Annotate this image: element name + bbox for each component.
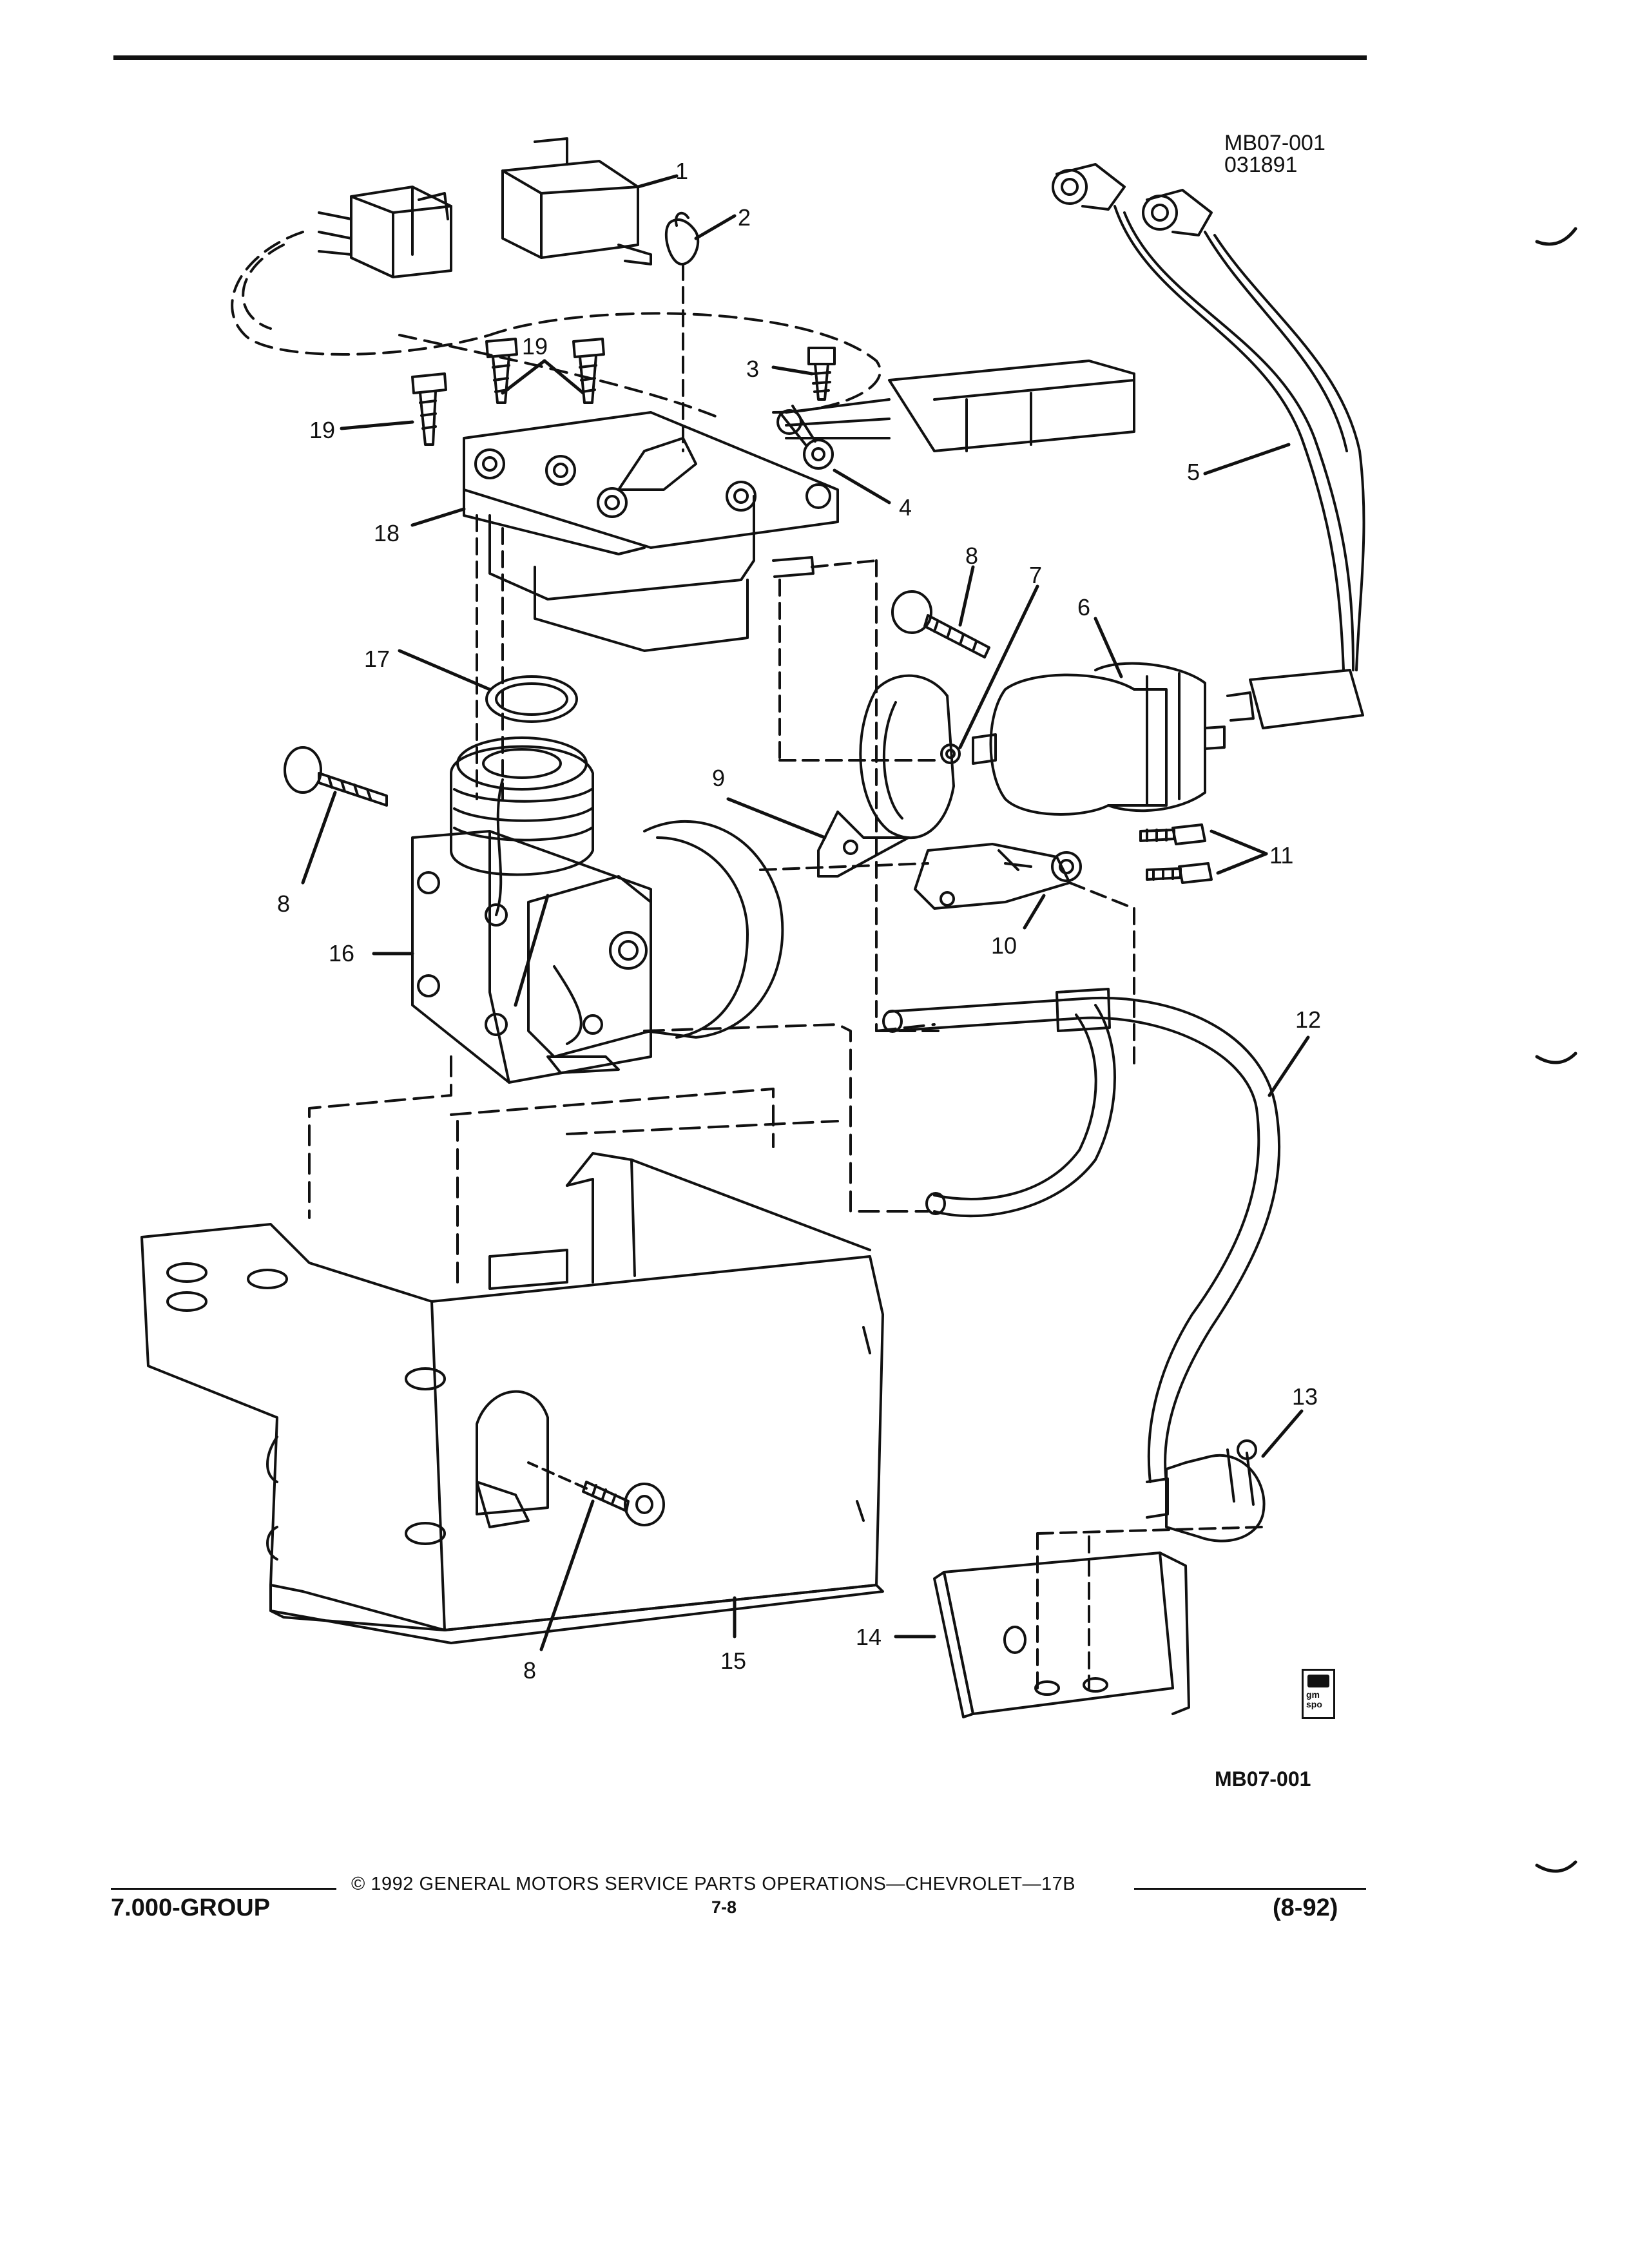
callout-12: 12 xyxy=(1295,1006,1321,1033)
logo-text: gm spo xyxy=(1306,1690,1322,1709)
callout-6: 6 xyxy=(1077,594,1090,620)
part-8-bolt-lower xyxy=(582,1481,665,1526)
part-12-air-hose xyxy=(882,988,1281,1483)
part-18-housing-cover xyxy=(463,411,839,652)
part-17-o-ring xyxy=(485,675,578,723)
callout-10: 10 xyxy=(991,932,1017,959)
callout-11: 11 xyxy=(1269,842,1293,869)
figure-code-top: MB07-001 031891 xyxy=(1224,132,1325,176)
callout-3: 3 xyxy=(746,356,759,382)
part-16-compressor xyxy=(411,736,784,1084)
part-11-screws xyxy=(1139,823,1213,884)
callout-19-left: 19 xyxy=(309,417,335,443)
callout-13: 13 xyxy=(1292,1383,1318,1410)
callout-9: 9 xyxy=(712,765,725,791)
part-19-bolts xyxy=(411,338,605,446)
part-6-air-dryer xyxy=(972,662,1226,816)
callout-8-upper: 8 xyxy=(965,543,978,569)
callout-8-lower: 8 xyxy=(523,1657,536,1684)
callout-7: 7 xyxy=(1029,562,1042,588)
part-10-bracket xyxy=(914,843,1082,910)
gm-spo-logo: gm spo xyxy=(1302,1669,1335,1719)
part-15-mounting-bracket xyxy=(140,1152,884,1644)
figure-code-bottom: MB07-001 xyxy=(1215,1767,1311,1791)
part-3-screw xyxy=(807,347,836,401)
callout-19-top: 19 xyxy=(522,333,548,360)
callout-8-left: 8 xyxy=(277,890,290,917)
part-1-relay-and-connector xyxy=(318,137,652,278)
top-rule xyxy=(113,55,1367,60)
callout-17: 17 xyxy=(364,646,390,672)
part-7-washer xyxy=(940,744,961,764)
logo-text-line1: gm xyxy=(1306,1689,1320,1700)
callout-1: 1 xyxy=(675,158,688,184)
part-14-bracket xyxy=(933,1552,1190,1718)
callout-numbers: 1 2 3 4 5 6 7 8 8 8 9 10 11 12 13 14 15 … xyxy=(277,158,1321,1684)
callout-16: 16 xyxy=(329,940,354,966)
figure-code-top-line2: 031891 xyxy=(1224,153,1298,177)
footer-rule-left xyxy=(111,1888,336,1890)
logo-top-block xyxy=(1307,1675,1329,1687)
part-13-fitting xyxy=(1146,1439,1266,1542)
callout-leaders xyxy=(301,174,1310,1651)
part-5-wiring-harness xyxy=(785,163,1365,729)
footer-rule-right xyxy=(1134,1888,1366,1890)
callout-15: 15 xyxy=(720,1648,746,1674)
footer-group: 7.000-GROUP xyxy=(111,1894,271,1921)
footer-page-number: 7-8 xyxy=(711,1898,737,1917)
part-8-bolt-upper xyxy=(891,590,990,658)
callout-18: 18 xyxy=(374,520,400,546)
logo-text-line2: spo xyxy=(1306,1699,1322,1709)
footer-date: (8-92) xyxy=(1273,1894,1338,1921)
callout-5: 5 xyxy=(1187,459,1200,485)
callout-14: 14 xyxy=(856,1624,882,1650)
footer-copyright: © 1992 GENERAL MOTORS SERVICE PARTS OPER… xyxy=(351,1874,1076,1894)
callout-2: 2 xyxy=(738,204,751,231)
part-8-bolt-left xyxy=(284,746,388,807)
part-2-clip xyxy=(664,211,700,265)
figure-code-top-line1: MB07-001 xyxy=(1224,131,1325,155)
part-4-ground-clip xyxy=(776,405,834,470)
callout-4: 4 xyxy=(899,494,912,521)
part-9-mounting-band xyxy=(817,674,955,878)
